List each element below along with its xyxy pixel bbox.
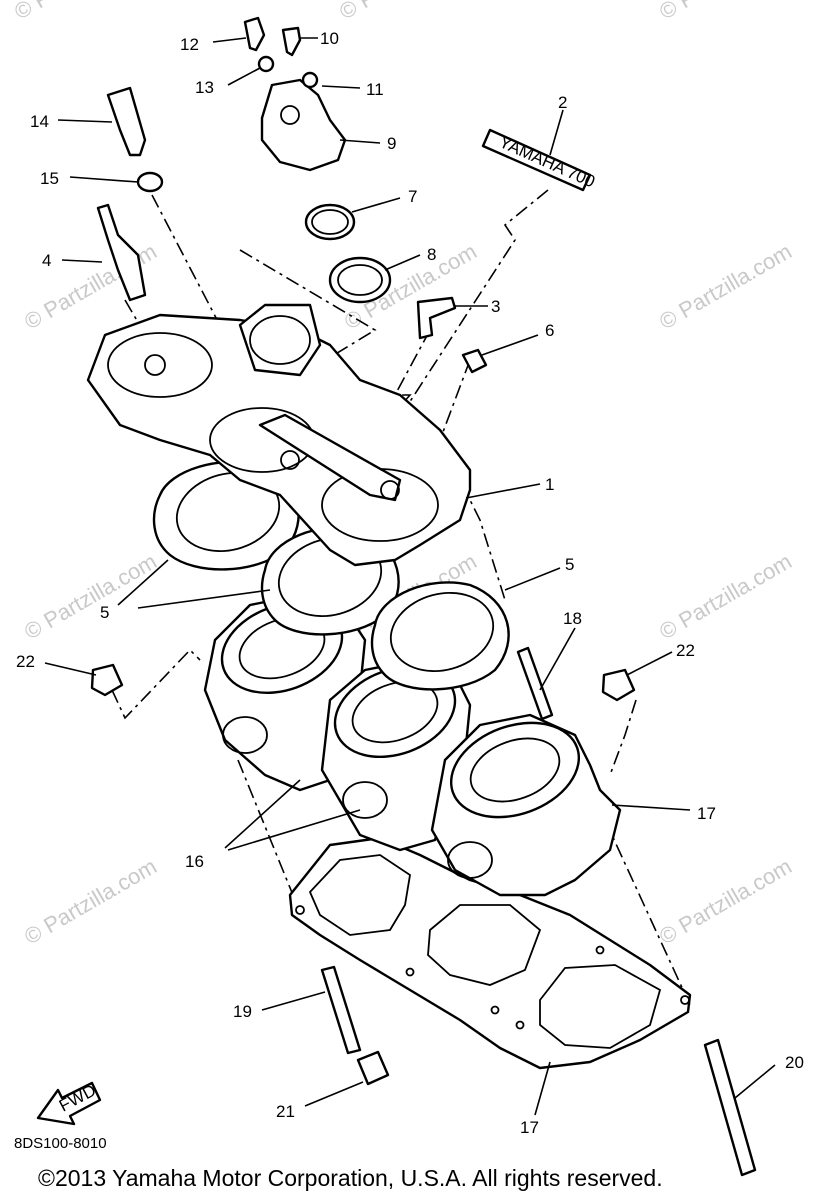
callout-4: 4 [42,251,51,270]
callout-11: 11 [366,80,384,99]
fitting-3 [416,296,457,340]
top-parts: YAMAHA 700 [96,16,598,304]
callout-15: 15 [40,169,59,188]
callout-5-right: 5 [565,555,574,574]
watermark: © Partzilla.com [20,549,161,645]
washer-11 [301,71,319,89]
watermark: © Partzilla.com [655,0,796,24]
callout-17-upper: 17 [697,804,716,823]
stud-20 [703,1038,757,1177]
watermark: © Partzilla.com [655,549,796,645]
fasteners [90,296,757,1177]
decal-2: YAMAHA 700 [481,128,598,191]
callout-18: 18 [563,609,582,628]
nut-21 [356,1050,390,1086]
watermark: © Partzilla.com [655,854,796,950]
cylinder-base-gasket [288,836,692,1070]
callout-6: 6 [545,321,554,340]
callout-9: 9 [387,134,396,153]
callout-20: 20 [785,1053,804,1072]
callout-2: 2 [558,93,567,112]
callout-8: 8 [427,245,436,264]
watermark: © Partzilla.com [10,0,151,24]
copyright-notice: ©2013 Yamaha Motor Corporation, U.S.A. A… [38,1165,663,1191]
nut-22-right [601,668,636,702]
callout-10: 10 [320,29,339,48]
watermark: © Partzilla.com [655,239,796,335]
decal-text: YAMAHA 700 [496,132,598,191]
callout-1: 1 [545,475,554,494]
callout-16: 16 [185,852,204,871]
washer-13 [257,55,275,73]
callout-21: 21 [276,1102,295,1121]
bolt-12 [243,16,266,52]
callout-14: 14 [30,112,49,131]
nut-6 [461,348,488,374]
callout-17-lower: 17 [520,1118,539,1137]
spark-plug-4 [96,203,147,302]
watermark: © Partzilla.com [20,854,161,950]
callout-5-left: 5 [100,603,109,622]
diagram-code: 8DS100-8010 [14,1135,107,1152]
callout-12: 12 [180,35,199,54]
callout-19: 19 [233,1002,252,1021]
callouts: 1 2 3 4 5 5 6 7 8 9 10 11 12 13 14 15 16… [16,29,804,1137]
bolt-10 [281,26,302,57]
stud-18 [516,646,554,721]
thermostat-cover-9 [260,78,347,172]
sensor-14 [106,86,147,157]
washer-15 [136,171,164,193]
callout-22-right: 22 [676,641,695,660]
watermark: © Partzilla.com [335,0,476,24]
cylinder-head [86,303,472,567]
callout-13: 13 [195,78,214,97]
callout-3: 3 [491,297,500,316]
callout-22-left: 22 [16,652,35,671]
fwd-arrow-icon: FWD [36,1081,102,1126]
callout-7: 7 [408,187,417,206]
stud-19 [320,965,362,1055]
nut-22-left [90,663,124,697]
leader-lines [44,37,776,1116]
